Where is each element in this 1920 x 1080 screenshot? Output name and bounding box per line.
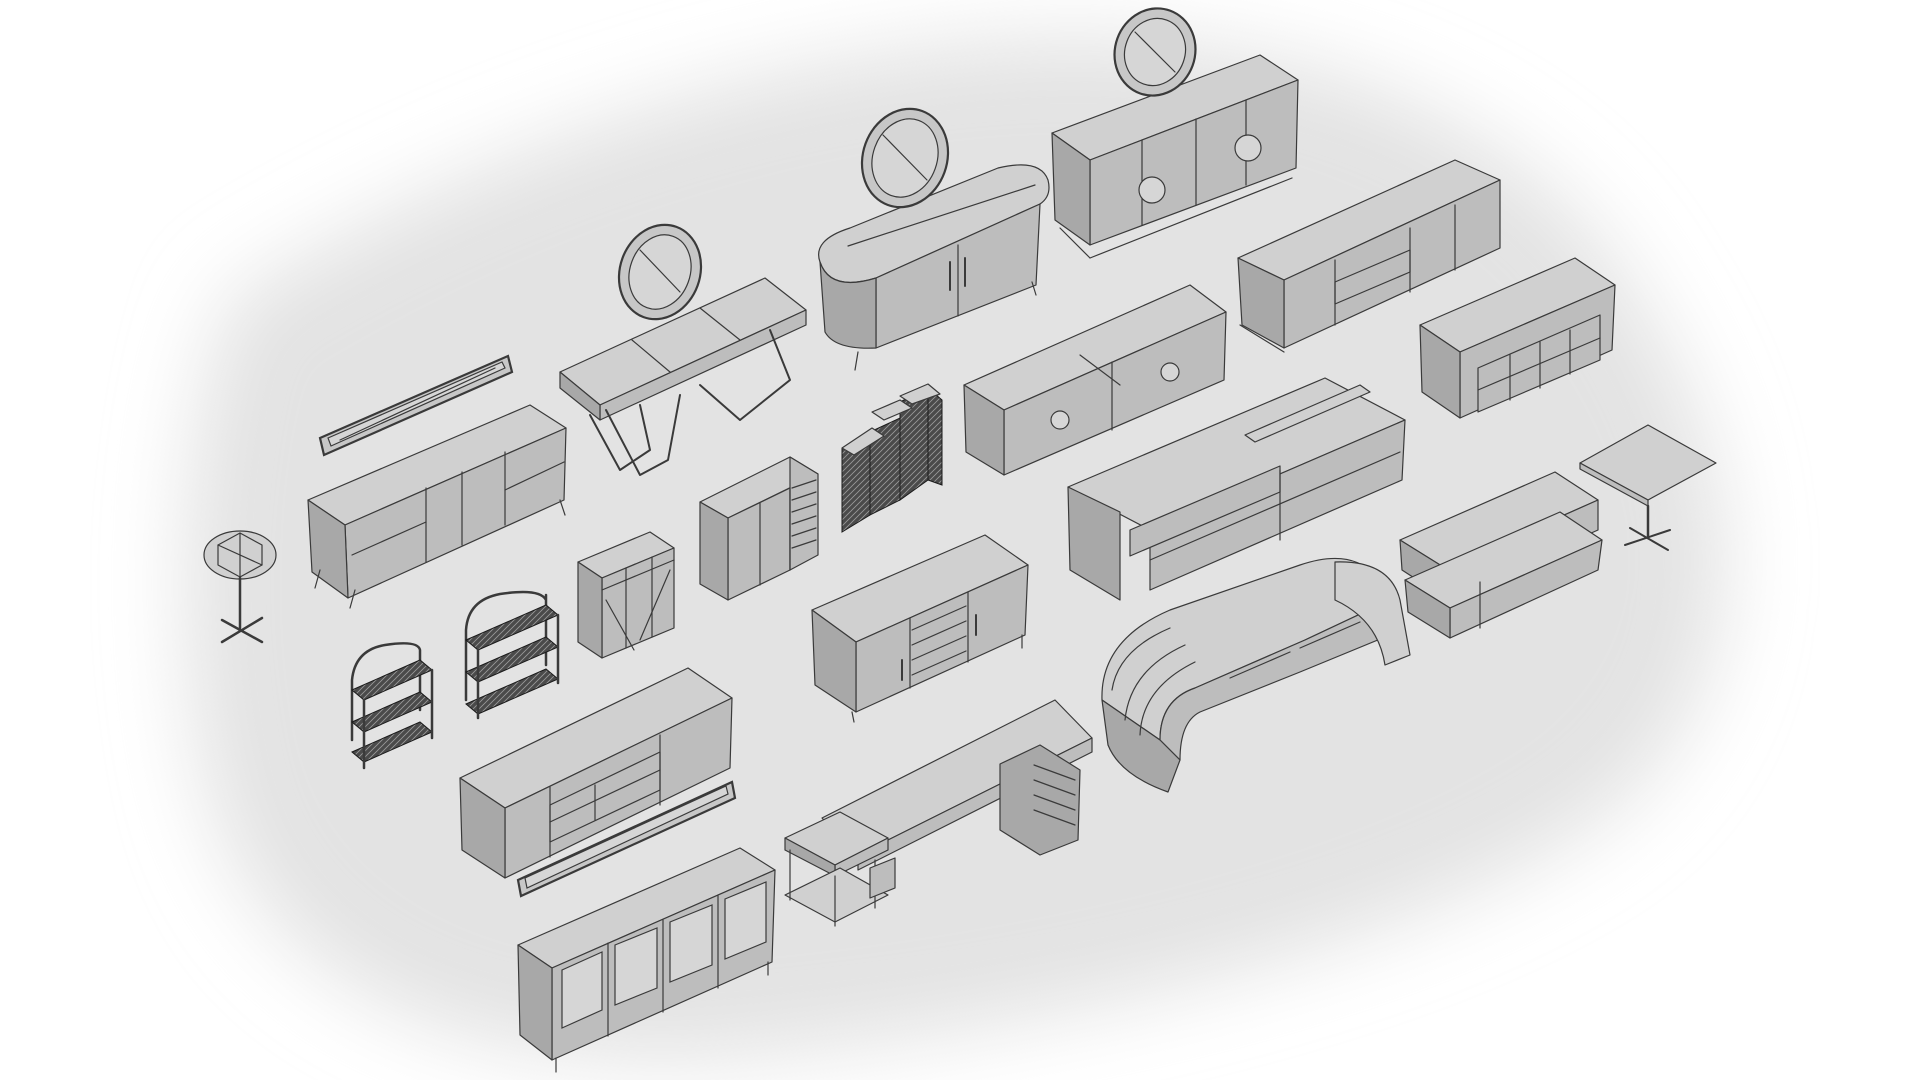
display-cabinet-right: [1419, 257, 1616, 419]
shoe-rack-medium: [464, 590, 560, 720]
small-cabinet: [577, 531, 675, 659]
square-bistro-table: [1579, 424, 1717, 551]
media-console-center: [963, 284, 1227, 476]
tv-sideboard-left: [307, 404, 567, 609]
round-mirror-console: [617, 223, 703, 321]
round-mirror-oval: [860, 107, 950, 209]
wall-mirror-left: [318, 354, 514, 457]
console-table: [559, 277, 807, 476]
curved-reception-counter: [1101, 557, 1411, 793]
shoe-rack-small: [350, 642, 434, 770]
four-door-sideboard: [1051, 54, 1299, 259]
wine-rack-cabinet: [841, 383, 943, 533]
round-mirror-right: [1113, 7, 1197, 97]
long-wall-mirror: [516, 780, 737, 898]
low-tv-unit-right: [1237, 159, 1501, 353]
open-tv-stand: [459, 667, 733, 879]
four-door-buffet: [517, 847, 776, 1073]
coffee-table-layered: [1399, 471, 1603, 639]
wardrobe-with-shelves: [699, 456, 819, 601]
reception-desk: [1067, 377, 1406, 601]
round-side-table: [203, 530, 277, 644]
oval-sideboard: [818, 164, 1050, 371]
dresser-with-drawers: [811, 534, 1029, 723]
l-shaped-desk: [784, 699, 1093, 927]
